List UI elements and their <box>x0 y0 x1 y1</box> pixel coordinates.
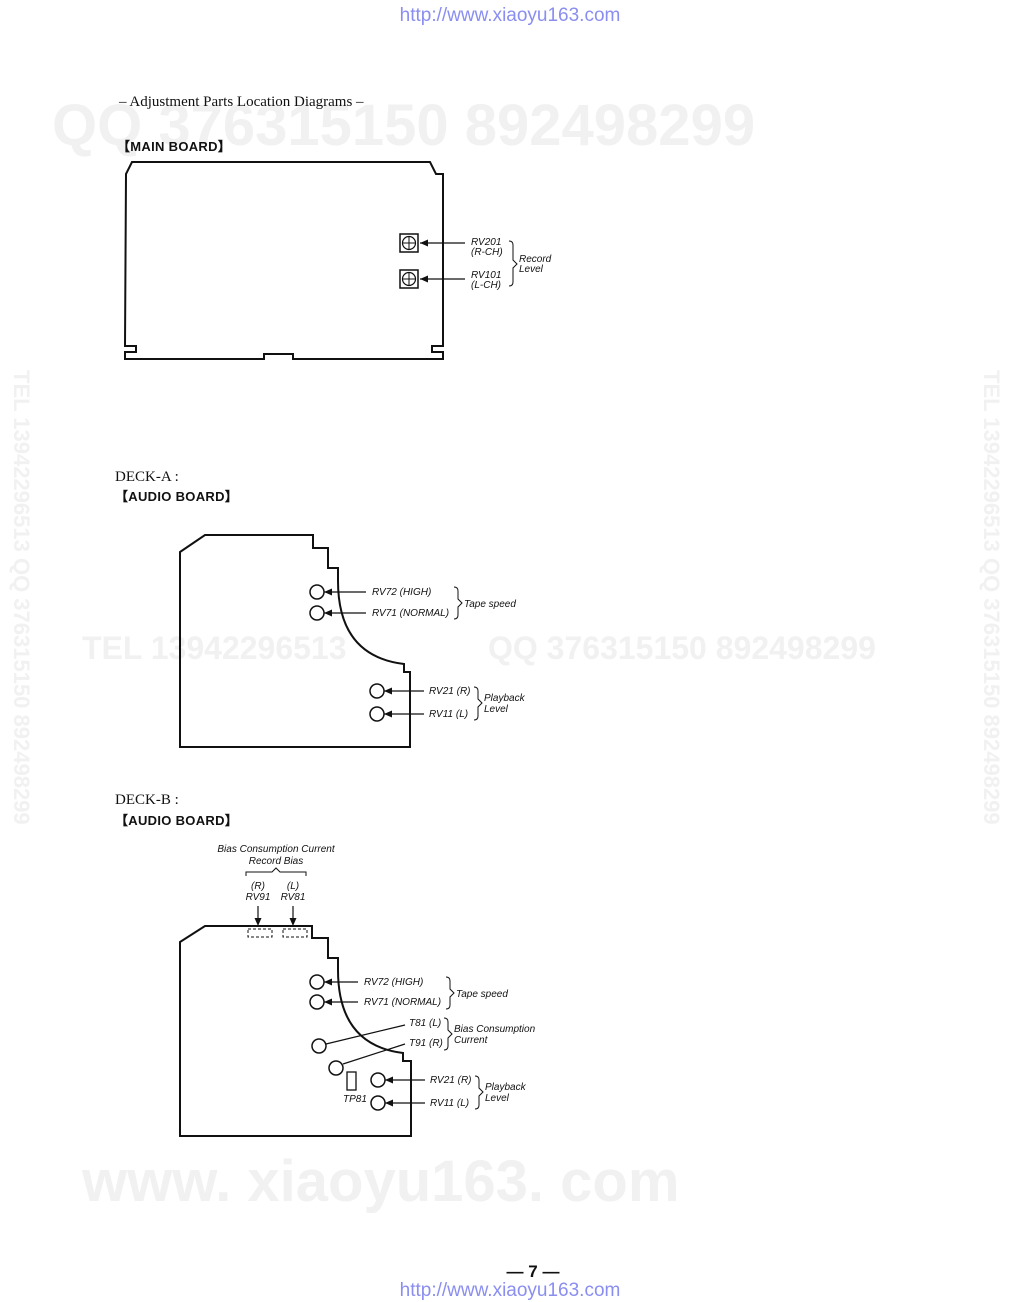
page-number: — 7 — <box>506 1262 560 1281</box>
record-level-label-2: Level <box>519 264 544 275</box>
rv201-label: RV201 <box>471 237 501 248</box>
deck-b-playback-brace <box>474 1075 484 1110</box>
watermark-qq-top: QQ 376315150 892498299 <box>52 93 756 158</box>
watermark-vertical-right: TEL 13942296513 QQ 376315150 892498299 <box>979 370 1004 825</box>
deck-a-playback-label-2: Level <box>484 704 509 715</box>
deck-b-rv91-dashed-box <box>247 928 273 938</box>
rv101-channel-label: (L-CH) <box>471 280 501 291</box>
deck-b-bias-current-brace <box>443 1017 453 1051</box>
deck-b-bias-current-label-2: Current <box>454 1035 489 1046</box>
rv201-trimmer-icon <box>399 233 419 253</box>
record-level-brace <box>508 240 518 287</box>
watermark-tel-middle: TEL 13942296513 <box>82 630 347 666</box>
deck-a-playback-brace <box>473 686 483 721</box>
deck-b-playback-label-1: Playback <box>485 1082 527 1093</box>
watermark-qq-middle: QQ 376315150 892498299 <box>488 630 876 666</box>
deck-b-rv21-circle <box>370 1072 386 1088</box>
record-level-label-1: Record <box>519 254 552 265</box>
deck-b-t91-circle <box>328 1060 344 1076</box>
deck-a-label: DECK-A : <box>115 469 179 485</box>
main-board-title: 【MAIN BOARD】 <box>117 139 232 154</box>
deck-b-rv91-label: RV91 <box>246 892 271 903</box>
rv101-label: RV101 <box>471 270 501 281</box>
section-title: – Adjustment Parts Location Diagrams – <box>119 94 364 110</box>
deck-a-board-outline <box>179 534 411 748</box>
deck-b-t81-circle <box>311 1038 327 1054</box>
deck-b-tape-speed-brace <box>445 976 455 1010</box>
deck-b-rv71-label: RV71 (NORMAL) <box>364 997 441 1008</box>
deck-b-rv21-label: RV21 (R) <box>430 1075 472 1086</box>
deck-a-playback-label-1: Playback <box>484 693 526 704</box>
deck-a-rv21-label: RV21 (R) <box>429 686 471 697</box>
watermark-vertical-left: TEL 13942296513 QQ 376315150 892498299 <box>9 370 34 825</box>
deck-b-l-label: (L) <box>287 881 299 892</box>
deck-b-board-outline <box>179 925 412 1137</box>
deck-b-bias-current-label-1: Bias Consumption <box>454 1024 536 1035</box>
deck-b-t91-label: T91 (R) <box>409 1038 443 1049</box>
footer-url[interactable]: http://www.xiaoyu163.com <box>399 1280 621 1301</box>
deck-b-tp81-test-point <box>346 1071 357 1091</box>
deck-b-tape-speed-label: Tape speed <box>456 989 508 1000</box>
rv101-trimmer-icon <box>399 269 419 289</box>
deck-a-rv71-label: RV71 (NORMAL) <box>372 608 449 619</box>
deck-a-rv72-label: RV72 (HIGH) <box>372 587 431 598</box>
deck-a-board-title: 【AUDIO BOARD】 <box>115 489 239 504</box>
deck-a-tape-speed-brace <box>453 586 463 620</box>
rv201-channel-label: (R-CH) <box>471 247 503 258</box>
deck-b-rv72-label: RV72 (HIGH) <box>364 977 423 988</box>
header-url[interactable]: http://www.xiaoyu163.com <box>399 5 621 26</box>
deck-b-rv11-circle <box>370 1095 386 1111</box>
deck-b-bias-title-2: Record Bias <box>249 856 303 867</box>
deck-b-playback-label-2: Level <box>485 1093 510 1104</box>
deck-b-bias-bracket <box>245 867 307 876</box>
deck-a-rv11-label: RV11 (L) <box>429 709 468 720</box>
watermark-site-bottom: www. xiaoyu163. com <box>82 1149 680 1214</box>
deck-b-bias-title-1: Bias Consumption Current <box>217 844 335 855</box>
deck-b-board-title: 【AUDIO BOARD】 <box>115 813 239 828</box>
deck-b-t81-label: T81 (L) <box>409 1018 441 1029</box>
deck-b-r-label: (R) <box>251 881 265 892</box>
main-board-outline <box>123 161 444 360</box>
deck-b-rv81-label: RV81 <box>281 892 306 903</box>
deck-b-rv71-circle <box>309 994 325 1010</box>
deck-b-tp81-label: TP81 <box>343 1094 367 1105</box>
deck-b-rv81-dashed-box <box>282 928 308 938</box>
deck-b-rv11-label: RV11 (L) <box>430 1098 469 1109</box>
deck-a-tape-speed-label: Tape speed <box>464 599 516 610</box>
deck-b-label: DECK-B : <box>115 792 179 808</box>
deck-b-rv72-circle <box>309 974 325 990</box>
